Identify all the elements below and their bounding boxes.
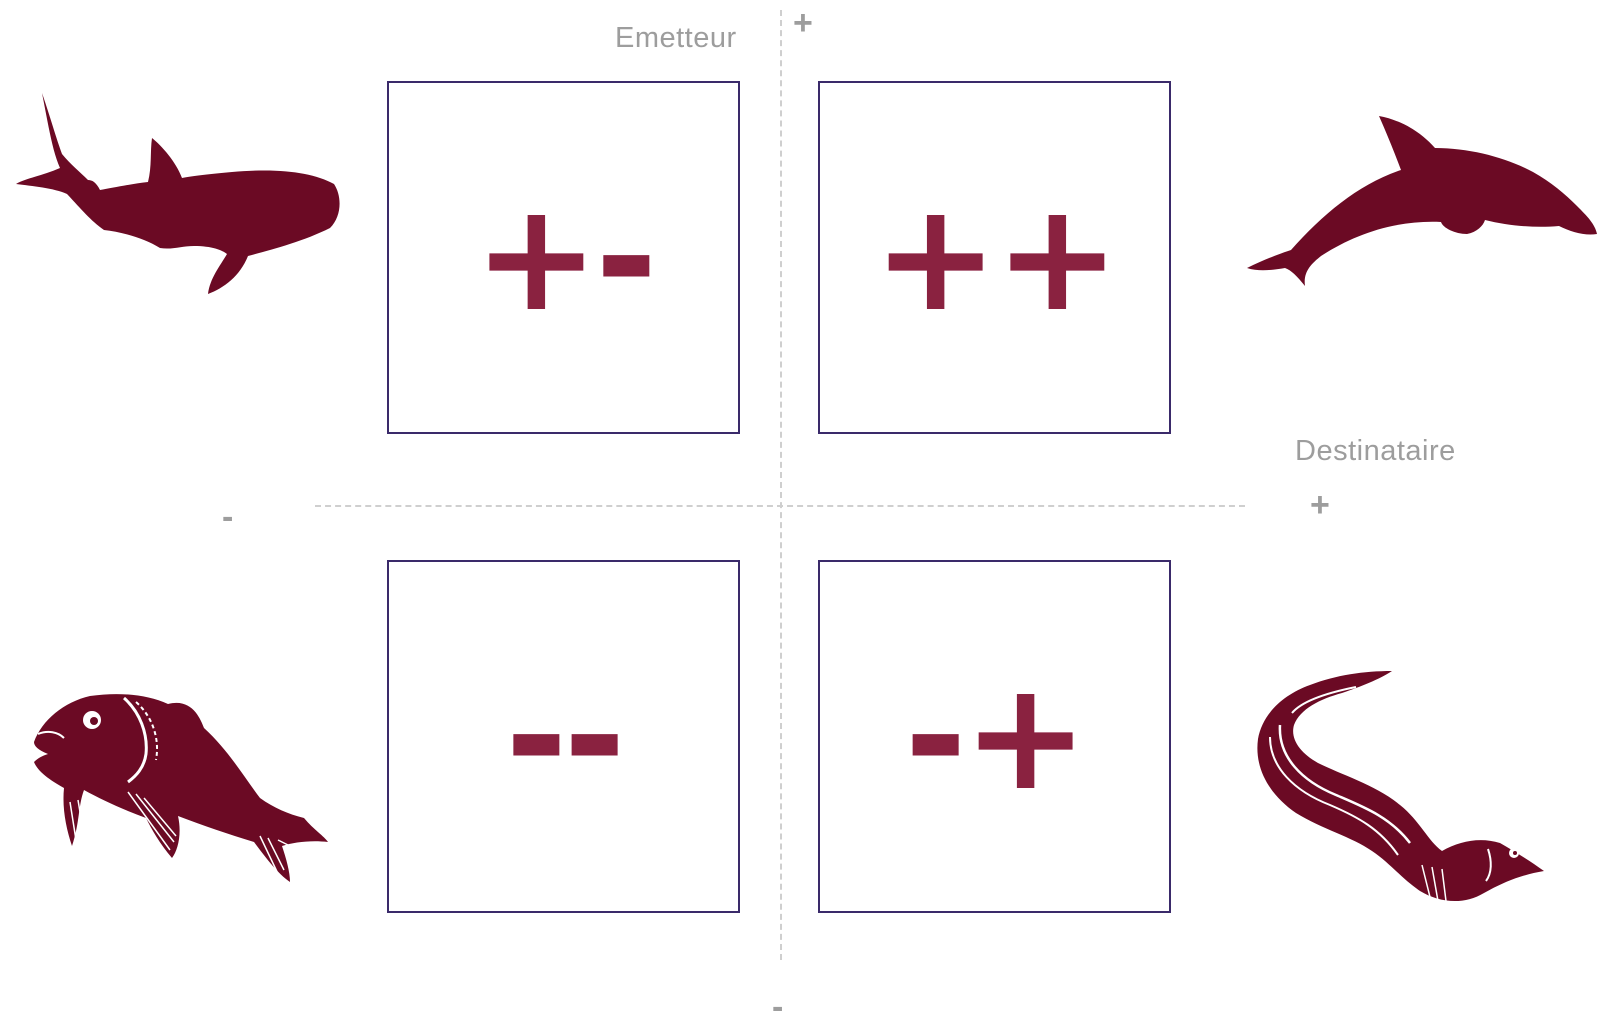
emetteur-axis-label: Emetteur (615, 22, 737, 55)
carp-icon (28, 690, 333, 895)
quadrant-symbol-minus-plus: -+ (820, 562, 1169, 911)
destinataire-axis-label: Destinataire (1295, 435, 1456, 468)
quadrant-top-left: +- (387, 81, 740, 434)
quadrant-bottom-left: -- (387, 560, 740, 913)
quadrant-symbol-plus-plus: ++ (820, 83, 1169, 432)
quadrant-symbol-minus-minus: -- (389, 562, 738, 911)
quadrant-bottom-right: -+ (818, 560, 1171, 913)
eel-icon (1252, 665, 1547, 910)
bottom-minus-sign: - (772, 990, 783, 1024)
quadrant-top-right: ++ (818, 81, 1171, 434)
top-plus-sign: + (793, 6, 813, 40)
quadrant-symbol-plus-minus: +- (389, 83, 738, 432)
vertical-axis (780, 10, 782, 960)
left-minus-sign: - (222, 500, 233, 534)
shark-icon (12, 88, 342, 303)
right-plus-sign: + (1310, 488, 1330, 522)
horizontal-axis (315, 505, 1245, 507)
dolphin-icon (1245, 110, 1600, 295)
